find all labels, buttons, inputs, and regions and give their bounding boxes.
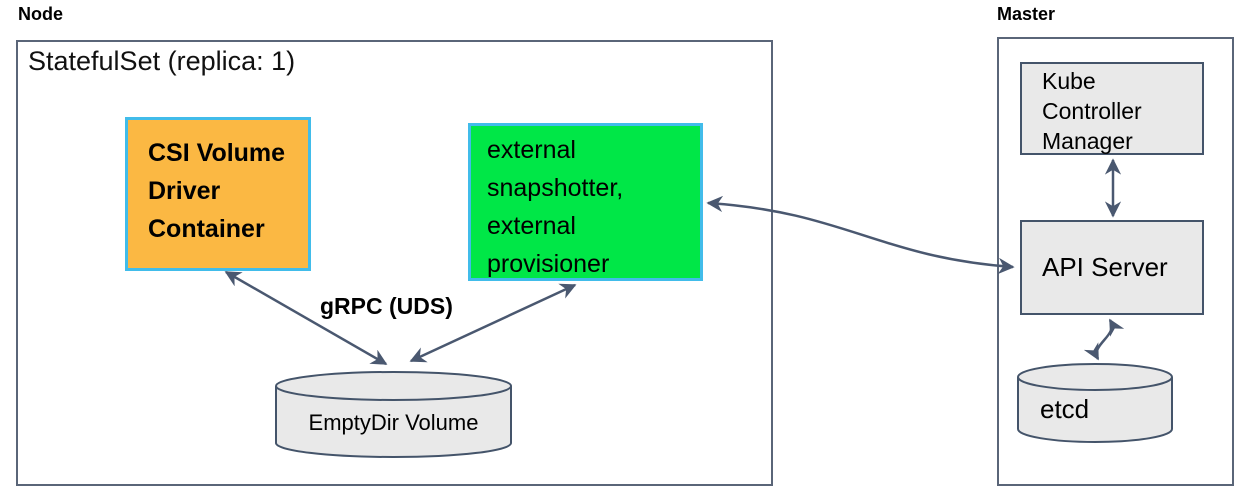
node-group-label: Node [18,4,63,24]
master-group-label: Master [997,4,1056,24]
external-snapshotter-provisioner-box: external snapshotter, external provision… [468,123,703,281]
api-server-box: API Server [1020,220,1204,315]
grpc-uds-edge-label: gRPC (UDS) [320,293,453,319]
kube-controller-manager-box: Kube Controller Manager [1020,62,1204,155]
statefulset-label: StatefulSet (replica: 1) [28,46,296,76]
csi-volume-driver-container-box: CSI Volume Driver Container [125,117,311,271]
